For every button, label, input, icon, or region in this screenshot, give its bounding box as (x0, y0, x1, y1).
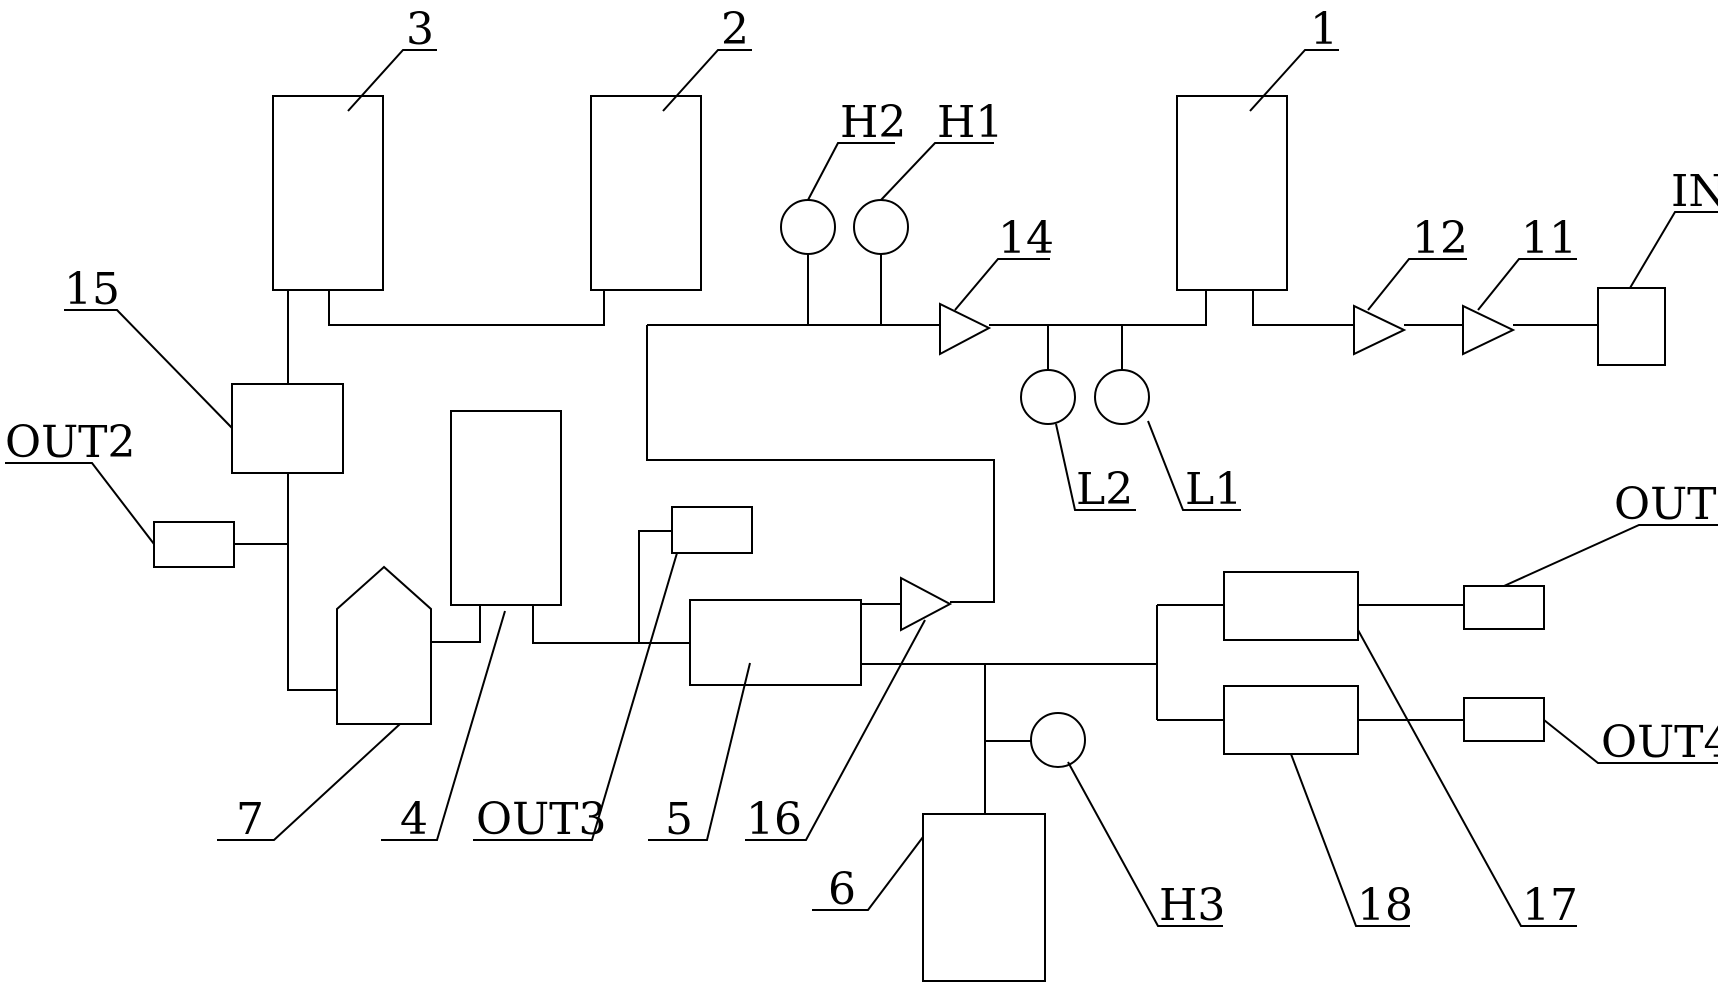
leader-16 (745, 619, 926, 841)
leader-11 (1477, 258, 1577, 311)
leader-15 (64, 309, 233, 429)
out3-port (671, 506, 753, 554)
leader-1 (1249, 49, 1339, 112)
out4-port (1463, 697, 1545, 742)
amplifier-14 (939, 302, 992, 356)
leader-2 (662, 49, 752, 112)
leader-out4 (1543, 719, 1718, 764)
label-14: 14 (998, 213, 1054, 264)
amplifier-16 (900, 576, 953, 632)
block-17 (1223, 571, 1359, 641)
leader-out2 (5, 462, 155, 545)
label-in: IN (1671, 166, 1718, 217)
label-5: 5 (665, 794, 693, 845)
label-12: 12 (1412, 213, 1468, 264)
wire-block2-block3 (328, 290, 605, 326)
block-6 (922, 813, 1046, 982)
leader-l2 (1055, 423, 1136, 511)
block-1 (1176, 95, 1288, 291)
leader-4 (381, 610, 506, 841)
wire-out3-tap (638, 530, 672, 643)
sensor-l2 (1020, 369, 1076, 425)
in-port (1597, 287, 1666, 366)
label-15: 15 (64, 264, 120, 315)
block-3 (272, 95, 384, 291)
leader-17 (1357, 629, 1577, 927)
label-h3: H3 (1159, 880, 1225, 931)
wire-block2-amp16 (646, 325, 995, 603)
block-15 (231, 383, 344, 474)
label-18: 18 (1357, 880, 1413, 931)
wire-amp12-block1 (1252, 290, 1354, 326)
block-2 (590, 95, 702, 291)
leader-h3 (1067, 761, 1223, 927)
sensor-h1 (853, 199, 909, 255)
label-7: 7 (236, 794, 264, 845)
out1-port (1463, 585, 1545, 630)
label-l2: L2 (1076, 464, 1133, 515)
leader-out1 (1503, 524, 1718, 587)
wire-block7-block4 (431, 605, 481, 643)
amplifier-11 (1462, 304, 1516, 356)
leader-6 (812, 836, 924, 911)
label-out1: OUT1 (1614, 479, 1718, 530)
block-7 (336, 565, 432, 725)
label-out4: OUT4 (1601, 717, 1718, 768)
out2-port (153, 521, 235, 568)
label-h1: H1 (937, 97, 1003, 148)
label-4: 4 (400, 794, 428, 845)
label-h2: H2 (840, 97, 906, 148)
label-out3: OUT3 (476, 794, 607, 845)
amplifier-12 (1353, 304, 1407, 356)
leader-14 (954, 258, 1050, 311)
sensor-l1 (1094, 369, 1150, 425)
leader-7 (217, 723, 401, 841)
leader-5 (648, 662, 751, 841)
leader-h2 (807, 142, 895, 201)
block-5 (689, 599, 862, 686)
leader-12 (1367, 258, 1467, 311)
label-11: 11 (1521, 213, 1577, 264)
label-1: 1 (1310, 4, 1338, 55)
leader-3 (347, 49, 437, 112)
label-17: 17 (1522, 880, 1578, 931)
sensor-h3 (1030, 712, 1086, 768)
label-16: 16 (746, 794, 802, 845)
wire-block4-block5 (532, 605, 690, 644)
leader-18 (1290, 753, 1410, 927)
block-18 (1223, 685, 1359, 755)
wire-block1-amp14 (989, 290, 1207, 326)
label-6: 6 (828, 864, 856, 915)
leader-l1 (1147, 420, 1241, 511)
sensor-h2 (780, 199, 836, 255)
wire-block15-block7 (287, 473, 337, 691)
label-l1: L1 (1185, 464, 1242, 515)
label-2: 2 (721, 4, 749, 55)
label-out2: OUT2 (5, 417, 136, 468)
leader-out3 (473, 552, 678, 841)
label-3: 3 (406, 4, 434, 55)
leader-h1 (880, 142, 994, 201)
leader-in (1629, 211, 1718, 289)
block-4 (450, 410, 562, 606)
